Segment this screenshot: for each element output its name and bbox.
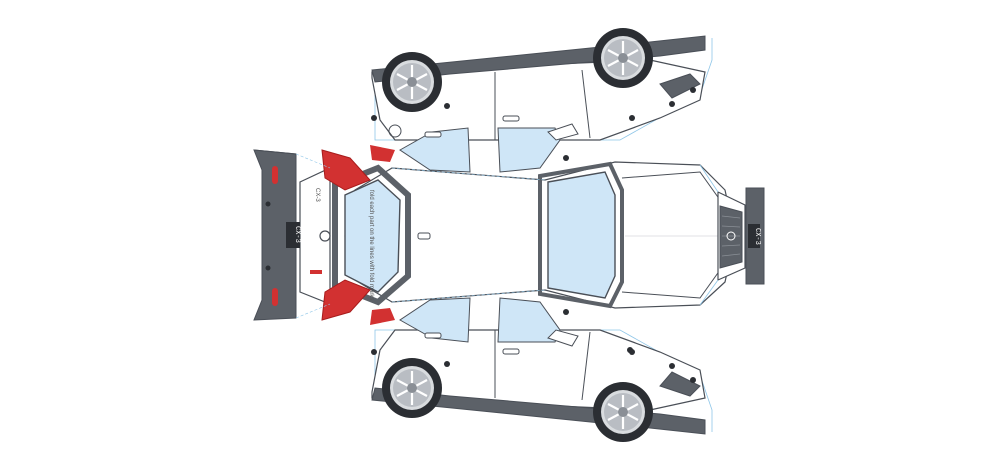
- tail-light-left: [321, 149, 371, 191]
- rear-model-badge: CX-3: [314, 188, 320, 202]
- rear-plate-text: CX-3: [293, 226, 301, 243]
- front-panel: CX-3: [699, 164, 765, 306]
- mazda-logo-icon: [726, 231, 736, 241]
- wheel-icon: [591, 380, 655, 444]
- mazda-logo-icon: [319, 230, 331, 242]
- side-panel-top: [371, 26, 713, 185]
- door-handle-icon: [424, 131, 442, 138]
- wheel-icon: [380, 50, 444, 114]
- door-handle-icon: [502, 348, 520, 355]
- rear-panel: CX-3 CX-3: [253, 145, 395, 325]
- rear-license-plate: [286, 222, 300, 248]
- door-handle-icon: [502, 115, 520, 122]
- roof-panel: fold each part on the lines with fold ma…: [332, 161, 736, 309]
- door-handle-icon: [424, 332, 442, 339]
- wheel-icon: [591, 26, 655, 90]
- front-plate-text: CX-3: [753, 228, 761, 245]
- fold-hint-text: fold each part on the lines with fold ma…: [368, 190, 374, 300]
- wheel-icon: [380, 356, 444, 420]
- side-mirror-icon: [547, 329, 579, 347]
- tail-light-right: [321, 279, 371, 321]
- front-grille: [719, 205, 743, 269]
- side-panel-bottom: [371, 285, 713, 444]
- front-license-plate: [748, 224, 760, 248]
- side-mirror-icon: [547, 123, 579, 141]
- fold-guides: [295, 153, 546, 319]
